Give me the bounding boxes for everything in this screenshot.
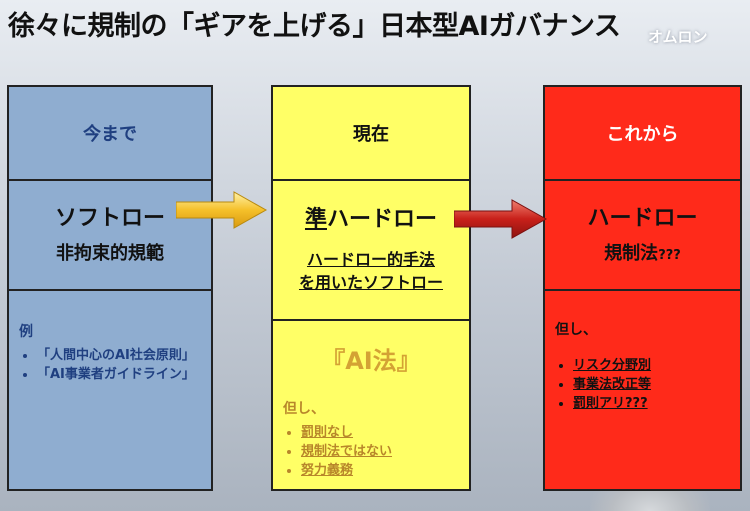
list-item: 罰則なし	[301, 424, 459, 443]
column-present-main-cell: 準ハードロー ハードロー的手法 を用いたソフトロー	[273, 179, 469, 319]
list-item: 「AI事業者ガイドライン」	[37, 366, 199, 385]
column-present-law: 『AI法』	[321, 347, 421, 375]
column-present-sub-line2: を用いたソフトロー	[298, 272, 443, 292]
column-present-header: 現在	[353, 124, 389, 145]
column-past-main: ソフトロー	[54, 205, 165, 231]
column-past: 今まで ソフトロー 非拘束的規範 例 「人間中心のAI社会原則」 「AI事業者ガ…	[7, 85, 213, 491]
column-past-example-list: 「人間中心のAI社会原則」 「AI事業者ガイドライン」	[19, 347, 199, 385]
column-present-note-list: 罰則なし 規制法ではない 努力義務	[283, 424, 459, 481]
column-future-note-label: 但し、	[555, 322, 597, 338]
column-future-note-cell: 但し、 リスク分野別 事業法改正等 罰則アリ???	[545, 289, 740, 489]
column-present-main-rest: ハードロー	[327, 207, 438, 233]
column-present-note-label: 但し、	[283, 401, 325, 417]
arrow-right-yellow-icon	[176, 191, 268, 229]
column-past-sub: 非拘束的規範	[56, 243, 164, 265]
column-past-example-label: 例	[19, 324, 33, 340]
column-past-main-cell: ソフトロー 非拘束的規範	[9, 179, 211, 289]
column-past-header: 今まで	[83, 124, 137, 145]
column-present-main-prefix: 準	[304, 207, 327, 233]
list-item: 罰則アリ???	[573, 395, 730, 414]
column-future-note-list: リスク分野別 事業法改正等 罰則アリ???	[555, 357, 730, 414]
list-item: 努力義務	[301, 462, 459, 481]
page-title: 徐々に規制の「ギアを上げる」日本型AIガバナンス	[8, 11, 621, 42]
column-present-main: 準ハードロー	[305, 206, 437, 234]
list-item: 「人間中心のAI社会原則」	[37, 347, 199, 366]
column-past-header-cell: 今まで	[9, 87, 211, 179]
column-future-sub-text: 規制法	[604, 243, 659, 265]
column-future: これから ハードロー 規制法??? 但し、 リスク分野別 事業法改正等 罰則アリ…	[543, 85, 742, 491]
column-present-law-cell: 『AI法』 但し、 罰則なし 規制法ではない 努力義務	[273, 319, 469, 489]
column-present-header-cell: 現在	[273, 87, 469, 179]
column-past-example-cell: 例 「人間中心のAI社会原則」 「AI事業者ガイドライン」	[9, 289, 211, 489]
column-present-sub-line1: ハードロー的手法	[306, 249, 435, 269]
column-future-header: これから	[606, 124, 679, 145]
column-present: 現在 準ハードロー ハードロー的手法 を用いたソフトロー 『AI法』 但し、 罰…	[271, 85, 471, 491]
column-future-header-cell: これから	[545, 87, 740, 179]
column-future-sub-suffix: ???	[658, 248, 681, 264]
column-future-main: ハードロー	[587, 205, 698, 231]
list-item: 事業法改正等	[573, 376, 730, 395]
logo: オムロン	[648, 28, 708, 46]
column-future-sub: 規制法???	[604, 242, 681, 265]
list-item: リスク分野別	[573, 357, 730, 376]
arrow-right-red-icon	[454, 199, 548, 239]
list-item: 規制法ではない	[301, 443, 459, 462]
column-future-main-cell: ハードロー 規制法???	[545, 179, 740, 289]
